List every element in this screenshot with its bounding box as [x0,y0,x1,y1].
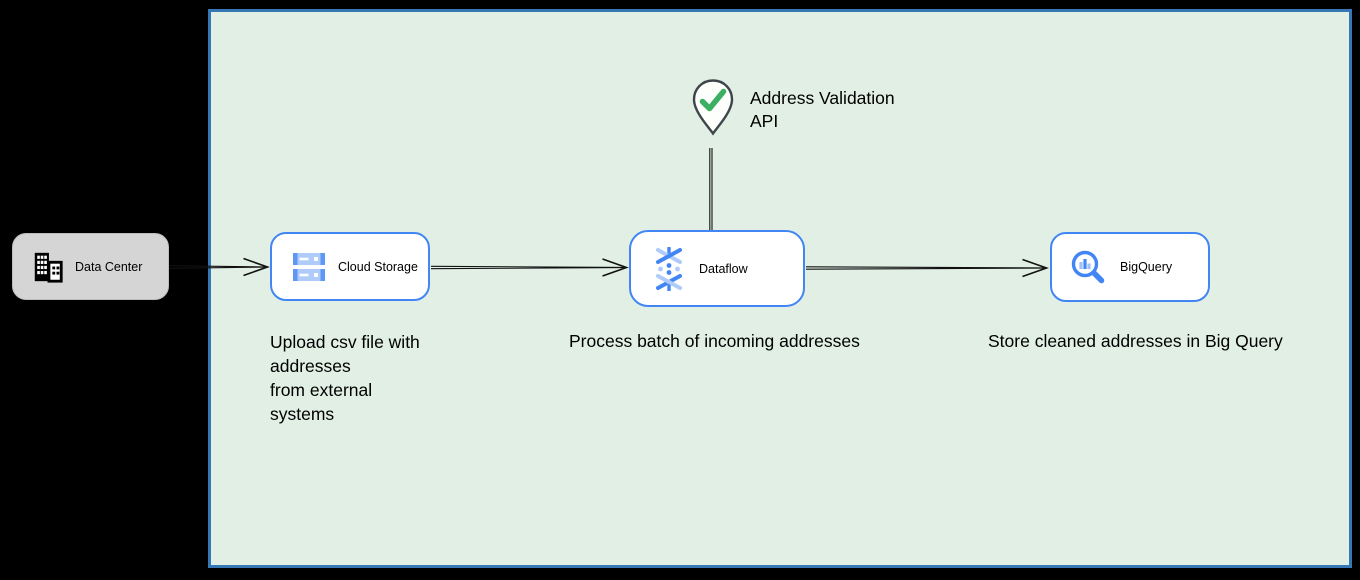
node-dataflow: Dataflow [629,230,805,307]
node-data-center: Data Center [12,233,169,300]
node-cloud-storage: Cloud Storage [270,232,430,301]
node-label: Dataflow [699,261,748,276]
bigquery-icon [1068,247,1108,287]
building-icon [31,250,65,284]
caption-dataflow: Process batch of incoming addresses [569,331,860,351]
node-label: Data Center [75,259,143,274]
api-marker-label: Address Validation API [750,88,895,131]
dataflow-icon [649,246,689,291]
location-pin-checkmark-icon [689,78,737,138]
node-bigquery: BigQuery [1050,232,1210,302]
caption-cloud-storage: Upload csv file with addresses from exte… [270,332,420,424]
node-label: BigQuery [1120,260,1173,274]
node-label: Cloud Storage [338,259,418,274]
cloud-storage-icon [290,250,328,284]
checkmark-icon [699,88,727,112]
caption-bigquery: Store cleaned addresses in Big Query [988,331,1283,351]
